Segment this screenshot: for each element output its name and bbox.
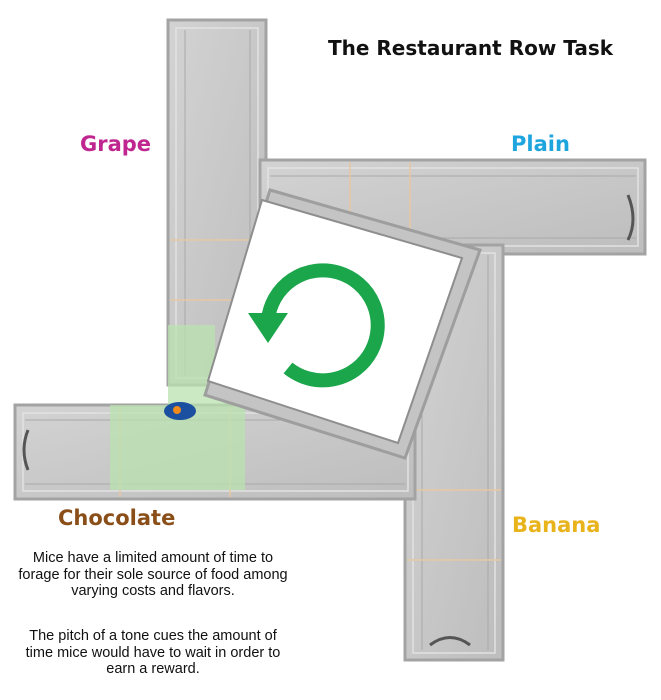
label-banana: Banana [512, 513, 601, 537]
grape-arm [166, 18, 268, 387]
diagram-title: The Restaurant Row Task [328, 36, 614, 60]
rotation-arrow-icon [248, 263, 385, 388]
label-grape: Grape [80, 132, 152, 156]
tone-description: The pitch of a tone cues the amount of t… [25, 628, 281, 677]
mouse-icon [164, 402, 196, 420]
label-plain: Plain [511, 132, 570, 156]
label-chocolate: Chocolate [58, 506, 176, 530]
task-description: Mice have a limited amount of time to fo… [18, 550, 288, 599]
central-hub [203, 188, 482, 460]
